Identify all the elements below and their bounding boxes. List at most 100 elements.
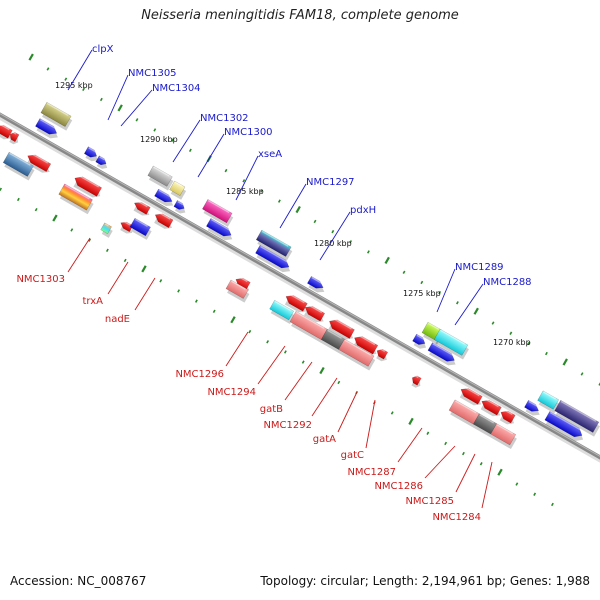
forward-cds[interactable] <box>543 411 587 444</box>
gene-label[interactable]: clpX <box>92 44 114 55</box>
cog-feature[interactable] <box>255 229 294 261</box>
cog-feature[interactable] <box>536 390 561 414</box>
reverse-cds[interactable] <box>325 317 357 343</box>
cog-feature[interactable] <box>146 165 175 191</box>
gene-label[interactable]: NMC1286 <box>374 481 423 492</box>
cog-feature-body <box>255 229 292 257</box>
gene-label[interactable]: gatA <box>313 434 336 445</box>
cog-feature[interactable] <box>224 279 250 303</box>
gene-label[interactable]: NMC1296 <box>175 369 224 380</box>
forward-cds[interactable] <box>254 245 294 275</box>
leader-line <box>67 49 93 91</box>
forward-cds[interactable] <box>205 218 236 243</box>
tick-mark <box>230 316 236 324</box>
cog-feature[interactable] <box>289 311 330 344</box>
cog-feature[interactable] <box>489 423 518 450</box>
map-title: Neisseria meningitidis FAM18, complete g… <box>141 8 459 23</box>
tick-mark <box>533 492 537 496</box>
leader-line <box>454 283 484 326</box>
cog-feature-body <box>2 151 34 177</box>
forward-cds[interactable] <box>172 200 188 215</box>
cog-feature-body <box>169 180 186 196</box>
cog-feature[interactable] <box>433 328 471 360</box>
cog-feature[interactable] <box>39 102 73 131</box>
gene-label[interactable]: NMC1287 <box>347 467 396 478</box>
gene-label[interactable]: trxA <box>82 296 103 307</box>
reverse-cds[interactable] <box>409 374 424 389</box>
gene-label[interactable]: NMC1303 <box>16 274 65 285</box>
leader-line <box>67 237 91 273</box>
gene-label[interactable]: nadE <box>105 314 130 325</box>
tick-mark <box>135 118 139 122</box>
cog-feature[interactable] <box>99 222 114 238</box>
reverse-cds[interactable] <box>497 408 518 427</box>
tick-mark <box>99 97 103 102</box>
gene-label[interactable]: NMC1285 <box>405 496 454 507</box>
cog-feature[interactable] <box>448 399 482 429</box>
forward-cds[interactable] <box>34 118 62 141</box>
cog-feature[interactable] <box>337 338 377 371</box>
reverse-cds-body <box>412 375 422 386</box>
forward-cds[interactable] <box>83 146 101 164</box>
cog-feature[interactable] <box>553 400 600 437</box>
forward-cds[interactable] <box>523 400 543 418</box>
cog-feature[interactable] <box>201 199 235 227</box>
reverse-cds[interactable] <box>71 174 104 201</box>
gene-label[interactable]: NMC1294 <box>207 387 256 398</box>
reverse-cds[interactable] <box>301 303 327 325</box>
gene-label[interactable]: xseA <box>258 149 282 160</box>
gene-label[interactable]: NMC1292 <box>263 420 312 431</box>
gene-label[interactable]: NMC1300 <box>224 127 273 138</box>
gene-label[interactable]: NMC1288 <box>483 277 532 288</box>
cog-feature-highlight <box>479 414 495 424</box>
reverse-cds-highlight <box>484 397 499 408</box>
gene-label[interactable]: pdxH <box>350 205 376 216</box>
cog-feature[interactable] <box>2 151 36 181</box>
reverse-cds-body <box>9 132 20 143</box>
reverse-cds[interactable] <box>282 293 310 316</box>
reverse-cds[interactable] <box>152 211 176 232</box>
gene-label[interactable]: NMC1302 <box>200 113 249 124</box>
reverse-cds-body <box>354 336 379 355</box>
tick-mark <box>260 189 264 193</box>
scale-label: 1270 kbp <box>493 338 531 347</box>
tick-mark <box>313 219 317 224</box>
forward-cds[interactable] <box>306 276 328 295</box>
forward-cds[interactable] <box>411 333 429 351</box>
tick-mark <box>16 197 20 202</box>
reverse-cds[interactable] <box>374 347 391 363</box>
cog-feature[interactable] <box>168 180 187 200</box>
cog-feature[interactable] <box>57 183 95 215</box>
forward-cds[interactable] <box>94 155 110 171</box>
gene-label[interactable]: gatB <box>260 404 283 415</box>
cog-feature[interactable] <box>268 300 296 324</box>
tick-mark <box>28 53 34 61</box>
gene-label[interactable]: gatC <box>341 450 364 461</box>
gene-label[interactable]: NMC1305 <box>128 68 177 79</box>
forward-cds-highlight <box>549 411 582 431</box>
tick-mark <box>473 307 479 315</box>
forward-cds[interactable] <box>153 188 177 209</box>
tick-mark <box>64 77 68 81</box>
reverse-cds[interactable] <box>0 122 15 142</box>
reverse-cds[interactable] <box>478 397 504 419</box>
tick-mark <box>153 128 157 132</box>
gene-label[interactable]: NMC1289 <box>455 262 504 273</box>
cog-feature[interactable] <box>128 217 153 240</box>
gene-label[interactable]: NMC1284 <box>432 512 481 523</box>
reverse-gene-labels: NMC1303 trxA nadE NMC1296 NMC1294 gatB N… <box>16 237 493 523</box>
reverse-cds[interactable] <box>131 199 153 218</box>
reverse-cds[interactable] <box>118 220 136 236</box>
backbone-highlight <box>0 113 600 457</box>
gene-label[interactable]: NMC1297 <box>306 177 355 188</box>
reverse-cds-highlight <box>238 275 248 283</box>
gene-label[interactable]: NMC1304 <box>152 83 201 94</box>
reverse-cds[interactable] <box>24 152 53 176</box>
forward-cds[interactable] <box>426 342 459 369</box>
genome-summary-text: Topology: circular; Length: 2,194,961 bp… <box>260 574 590 588</box>
cog-feature-body <box>100 222 112 235</box>
reverse-cds[interactable] <box>7 131 22 146</box>
reverse-cds-body <box>481 400 502 416</box>
reverse-cds[interactable] <box>351 333 381 358</box>
reverse-cds[interactable] <box>457 385 485 408</box>
